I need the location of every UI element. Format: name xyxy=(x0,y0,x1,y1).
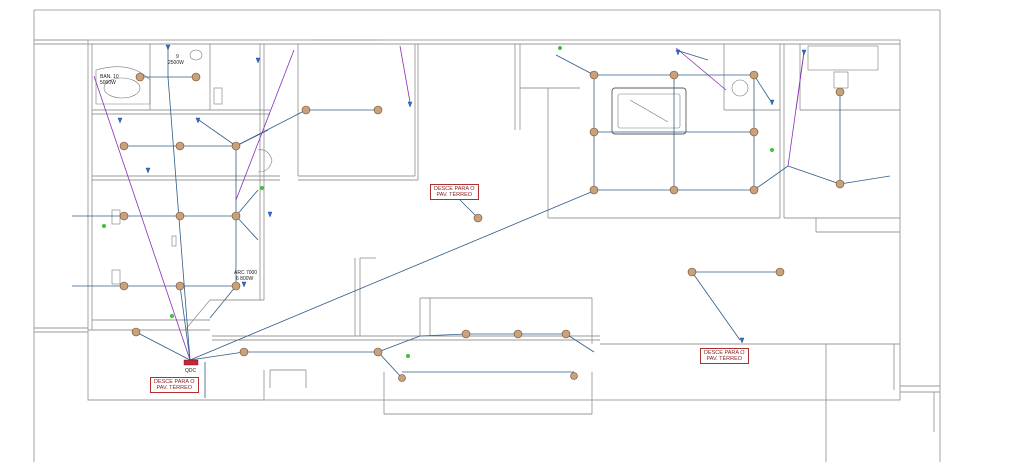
outlet-point xyxy=(406,354,410,358)
light-point xyxy=(589,127,599,137)
light-point xyxy=(119,141,129,151)
light-point xyxy=(131,327,141,337)
note-desce-center: DESCE PARA O PAV. TÉRREO xyxy=(430,184,479,200)
light-point xyxy=(135,72,145,82)
outlet-point xyxy=(170,314,174,318)
light-point xyxy=(119,281,129,291)
light-point xyxy=(669,185,679,195)
light-point xyxy=(231,141,241,151)
switch-symbol xyxy=(801,49,807,56)
light-point xyxy=(398,374,406,382)
light-point xyxy=(835,179,845,189)
light-fixtures xyxy=(119,70,845,382)
circuit-label: BAN. 10 xyxy=(100,74,119,80)
light-point xyxy=(231,281,241,291)
outlet-markers xyxy=(102,46,774,358)
switch-symbol xyxy=(241,281,247,288)
fixtures xyxy=(95,45,879,285)
switches-outlets xyxy=(117,44,807,344)
switch-symbol xyxy=(407,101,413,108)
switch-symbol xyxy=(267,211,273,218)
switch-symbol xyxy=(675,49,681,56)
light-point xyxy=(561,329,571,339)
circuit-label: 9 xyxy=(176,54,179,60)
light-point xyxy=(373,347,383,357)
light-point xyxy=(687,267,697,277)
light-point xyxy=(473,213,483,223)
sheet-frame xyxy=(33,9,941,462)
note-desce-right: DESCE PARA O PAV. TÉRREO xyxy=(700,348,749,364)
distribution-panel xyxy=(183,359,199,366)
light-point xyxy=(669,70,679,80)
light-point xyxy=(239,347,249,357)
light-point xyxy=(461,329,471,339)
light-point xyxy=(373,105,383,115)
light-point xyxy=(191,72,201,82)
note-desce-left: DESCE PARA O PAV. TÉRREO xyxy=(150,377,199,393)
circuit-power: 2500W xyxy=(168,60,184,66)
light-point xyxy=(175,281,185,291)
light-point xyxy=(231,211,241,221)
light-point xyxy=(119,211,129,221)
light-point xyxy=(589,70,599,80)
pool-table xyxy=(611,87,687,135)
switch-symbol xyxy=(739,337,745,344)
light-point xyxy=(175,141,185,151)
light-point xyxy=(749,70,759,80)
switch-symbol xyxy=(117,117,123,124)
light-point xyxy=(175,211,185,221)
circuit-power: 5000W xyxy=(100,80,116,86)
circuit-wires xyxy=(93,45,805,361)
light-point xyxy=(589,185,599,195)
outlet-point xyxy=(558,46,562,50)
outlet-point xyxy=(102,224,106,228)
switch-symbol xyxy=(255,57,261,64)
panel-label: QDC xyxy=(185,368,197,374)
circuit-power: 6 800W xyxy=(236,276,254,282)
switch-symbol xyxy=(195,117,201,124)
outlet-point xyxy=(260,186,264,190)
light-point xyxy=(775,267,785,277)
conduits xyxy=(72,45,891,398)
light-point xyxy=(570,372,578,380)
switch-symbol xyxy=(145,167,151,174)
light-point xyxy=(749,127,759,137)
light-point xyxy=(835,87,845,97)
switch-symbol xyxy=(165,44,171,51)
outlet-point xyxy=(770,148,774,152)
light-point xyxy=(301,105,311,115)
light-point xyxy=(513,329,523,339)
circuit-label: ARC 7000 xyxy=(234,270,257,276)
switch-symbol xyxy=(769,99,775,106)
walls xyxy=(34,39,940,462)
light-point xyxy=(749,185,759,195)
